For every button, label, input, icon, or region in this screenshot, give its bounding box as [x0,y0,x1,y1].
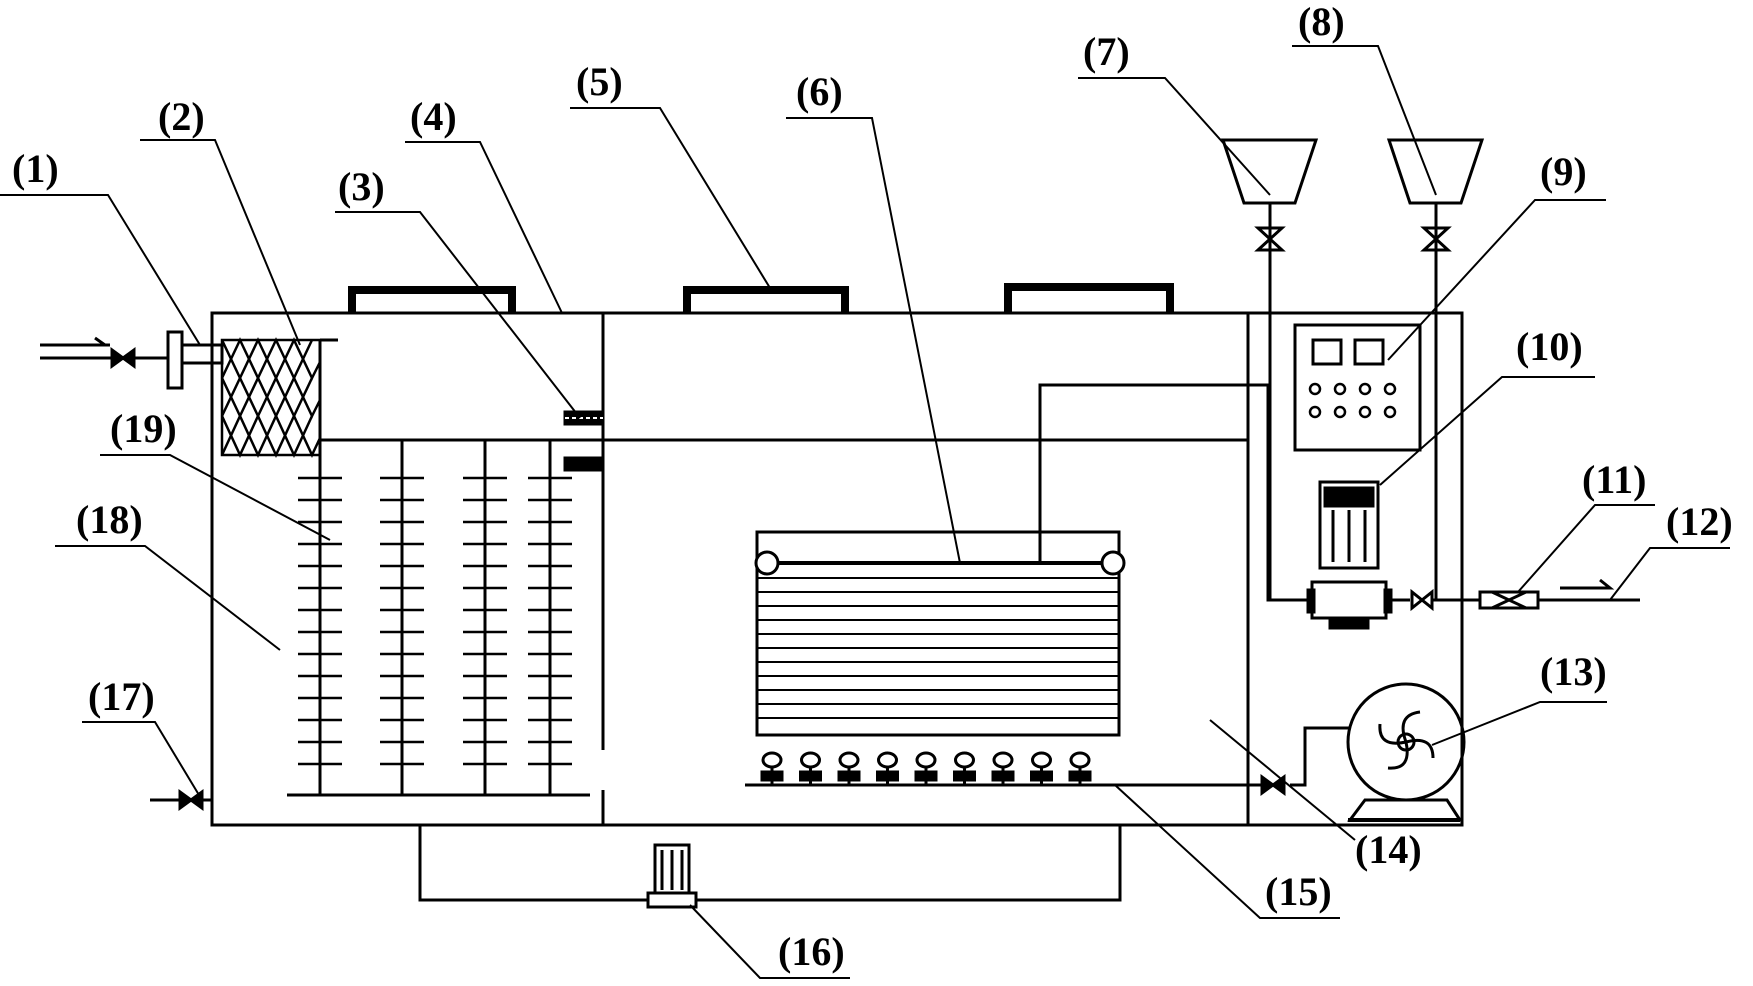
aerator-head [877,751,898,769]
leader-line [1209,719,1356,841]
label-4: (4) [410,94,457,139]
label-12: (12) [1666,499,1733,544]
chemical-valve-7 [1254,226,1286,252]
label-15: (15) [1265,869,1332,914]
leader-line [82,721,203,801]
blower-outlet [1290,726,1350,787]
inlet-flow-arrow [70,336,110,347]
leader-line [140,139,301,346]
chemical-valve-8 [1420,226,1452,252]
leader-lines [0,45,1730,979]
aerator-head [761,751,783,769]
flowmeter-mark-2 [1491,590,1527,610]
leader-line [1609,547,1730,601]
label-7: (7) [1083,29,1130,74]
leader-line [100,454,331,541]
label-13: (13) [1540,649,1607,694]
label-19: (19) [110,406,177,451]
label-8: (8) [1298,0,1345,44]
aerator-base [876,770,899,782]
blower-impeller [1378,710,1435,770]
aerator-base [837,770,861,782]
leader-line [1387,199,1606,361]
label-14: (14) [1355,827,1422,872]
leader-line [1431,701,1607,746]
cover-hatch-2 [683,286,849,313]
aerator-head [1031,751,1052,769]
aerator-base [991,770,1015,782]
aerator-head [915,751,937,769]
leader-line [1517,504,1655,593]
leader-line [55,545,281,651]
aerator-base [953,770,976,782]
chemical-tank-7 [1220,138,1319,205]
aerator-head [800,751,821,769]
inlet-nozzle [180,343,224,365]
leader-line [405,141,563,314]
label-3: (3) [338,164,385,209]
suction-pump [1306,480,1393,630]
aerator-head [1069,751,1091,769]
label-1: (1) [12,146,59,191]
leader-line [1078,77,1271,196]
aerator-base [799,770,822,782]
aerator-head [838,751,860,769]
recirculation-pump [646,843,698,909]
leader-line [1379,376,1595,486]
chemical-tank-8 [1386,138,1485,205]
leader-line [335,211,581,419]
leader-line [786,117,961,564]
label-10: (10) [1516,324,1583,369]
recirculation-pipe [418,825,1122,902]
inlet-flange [166,330,184,390]
leader-line [689,904,850,979]
air-valve [1260,774,1286,796]
label-16: (16) [778,929,845,974]
aerator-base [760,770,784,782]
aerator-base [1068,770,1092,782]
control-panel [1293,323,1422,452]
label-18: (18) [76,497,143,542]
leader-line [1114,784,1340,919]
blower-stand [1347,798,1463,822]
control-buttons [1308,382,1397,419]
membrane-sheets [757,577,1119,719]
cover-hatch-1 [348,286,516,313]
control-display-1 [1311,338,1343,366]
main-tank [210,311,1464,827]
inlet-valve [110,347,136,369]
weir-plate-lower [563,456,605,472]
label-2: (2) [158,94,205,139]
outlet-flow-arrow [1560,578,1615,590]
membrane-hook-right [1100,550,1126,576]
aerator-head [992,751,1014,769]
label-9: (9) [1540,149,1587,194]
leader-line [570,107,771,289]
label-11: (11) [1582,457,1646,502]
weir-plate-upper [563,410,605,426]
label-5: (5) [576,59,623,104]
control-display-2 [1353,338,1385,366]
leader-line [1292,45,1437,196]
outlet-valve [1410,588,1434,612]
cover-hatch-3 [1004,283,1174,313]
drain-valve [178,789,204,811]
aerator-base [1030,770,1053,782]
aerator-head [954,751,975,769]
permeate-pipe [1038,383,1310,602]
brush-ticks [298,476,572,766]
membrane-hook-left [754,550,780,576]
aerator-base [914,770,938,782]
leader-line [0,194,201,346]
label-17: (17) [88,674,155,719]
label-6: (6) [796,69,843,114]
aerators [760,751,1092,785]
filter-media [220,337,322,458]
